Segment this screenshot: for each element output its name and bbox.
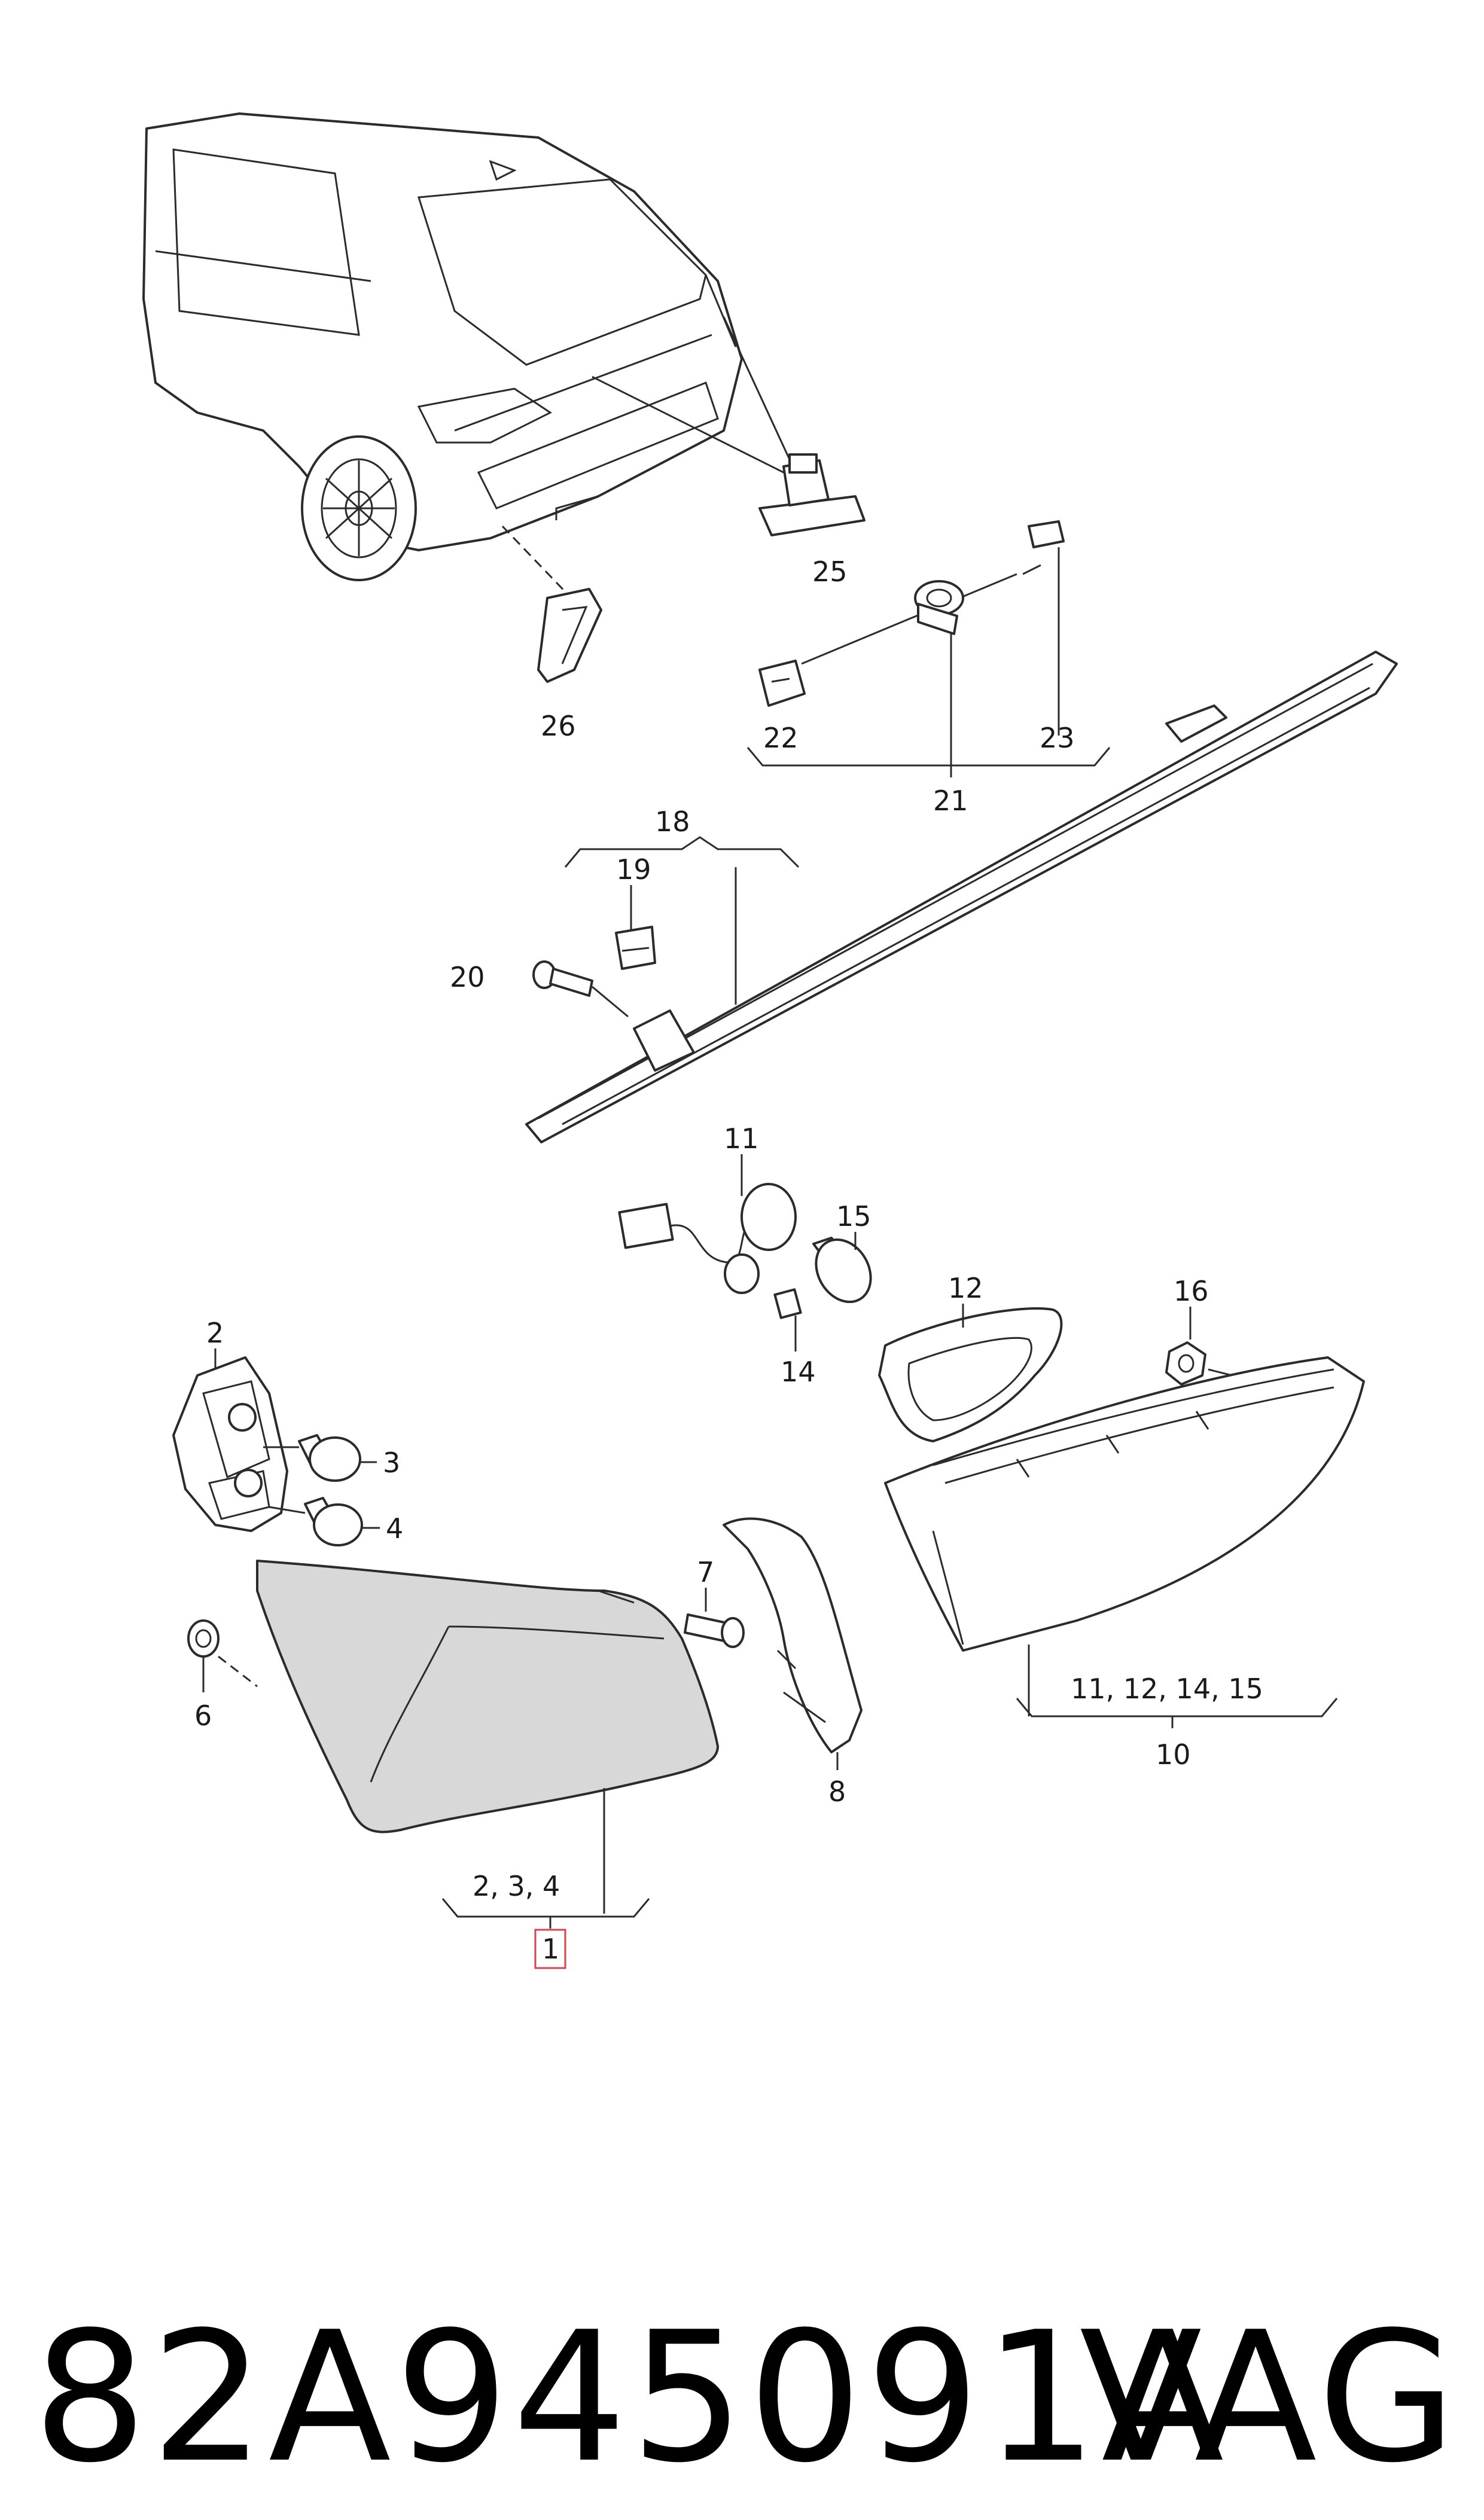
- callout-22: 22: [763, 722, 799, 754]
- callout-20: 20: [450, 961, 485, 993]
- selected-part-box: [534, 1929, 566, 1969]
- callout-7: 7: [697, 1556, 714, 1588]
- screw-7: [684, 1613, 745, 1648]
- trim-bracket-8: [723, 1517, 863, 1753]
- bulb-15: [812, 1237, 872, 1304]
- vehicle-illustration: [142, 112, 743, 581]
- callout-15: 15: [836, 1200, 871, 1232]
- reflector-26: [537, 588, 602, 683]
- callout-group-1: 2, 3, 4: [473, 1870, 560, 1902]
- callout-6: 6: [194, 1700, 212, 1732]
- inner-tail-light-10: [884, 1356, 1365, 1652]
- outer-tail-light-1: [256, 1560, 719, 1833]
- wiring-harness-21: [758, 520, 1065, 707]
- callout-8: 8: [828, 1775, 846, 1808]
- callout-11: 11: [724, 1122, 759, 1155]
- callout-4: 4: [386, 1512, 403, 1545]
- nut-16: [1165, 1341, 1206, 1386]
- callout-14: 14: [781, 1356, 816, 1388]
- callout-26: 26: [541, 710, 576, 742]
- callout-group-10: 11, 12, 14, 15: [1071, 1673, 1263, 1705]
- part-number: 82A945091A: [33, 2293, 1228, 2502]
- bulb-carrier-2: [172, 1356, 288, 1532]
- callout-labels: 25 26 22 23 21 18 19 20 11 15 14 12 16 2…: [194, 556, 1263, 1969]
- connector-22: [758, 660, 806, 707]
- brand-name: VAG: [1079, 2293, 1460, 2502]
- callout-16: 16: [1174, 1275, 1209, 1307]
- bumper-trim-18: [525, 651, 1398, 1143]
- callout-12: 12: [948, 1272, 983, 1304]
- connector-23: [1028, 520, 1065, 548]
- clip-19: [615, 926, 656, 970]
- callout-19: 19: [616, 853, 651, 886]
- bulb-holder-harness-11: [618, 1183, 797, 1294]
- bulb-14: [773, 1288, 802, 1351]
- callout-1: 1: [542, 1933, 559, 1965]
- footer: 82A945091A VAG: [0, 2290, 1484, 2506]
- bulb-4: [304, 1497, 363, 1546]
- callout-2: 2: [206, 1317, 224, 1349]
- callout-3: 3: [383, 1447, 400, 1479]
- callout-23: 23: [1040, 722, 1075, 754]
- screw-20: [532, 960, 593, 997]
- callout-21: 21: [933, 785, 968, 817]
- callout-10: 10: [1156, 1738, 1191, 1771]
- grommet-6: [187, 1619, 220, 1658]
- license-plate-light-25: [758, 453, 866, 536]
- callout-25: 25: [812, 556, 848, 588]
- callout-18: 18: [655, 806, 690, 838]
- bulb-3: [298, 1434, 361, 1482]
- gasket-12: [878, 1307, 1063, 1442]
